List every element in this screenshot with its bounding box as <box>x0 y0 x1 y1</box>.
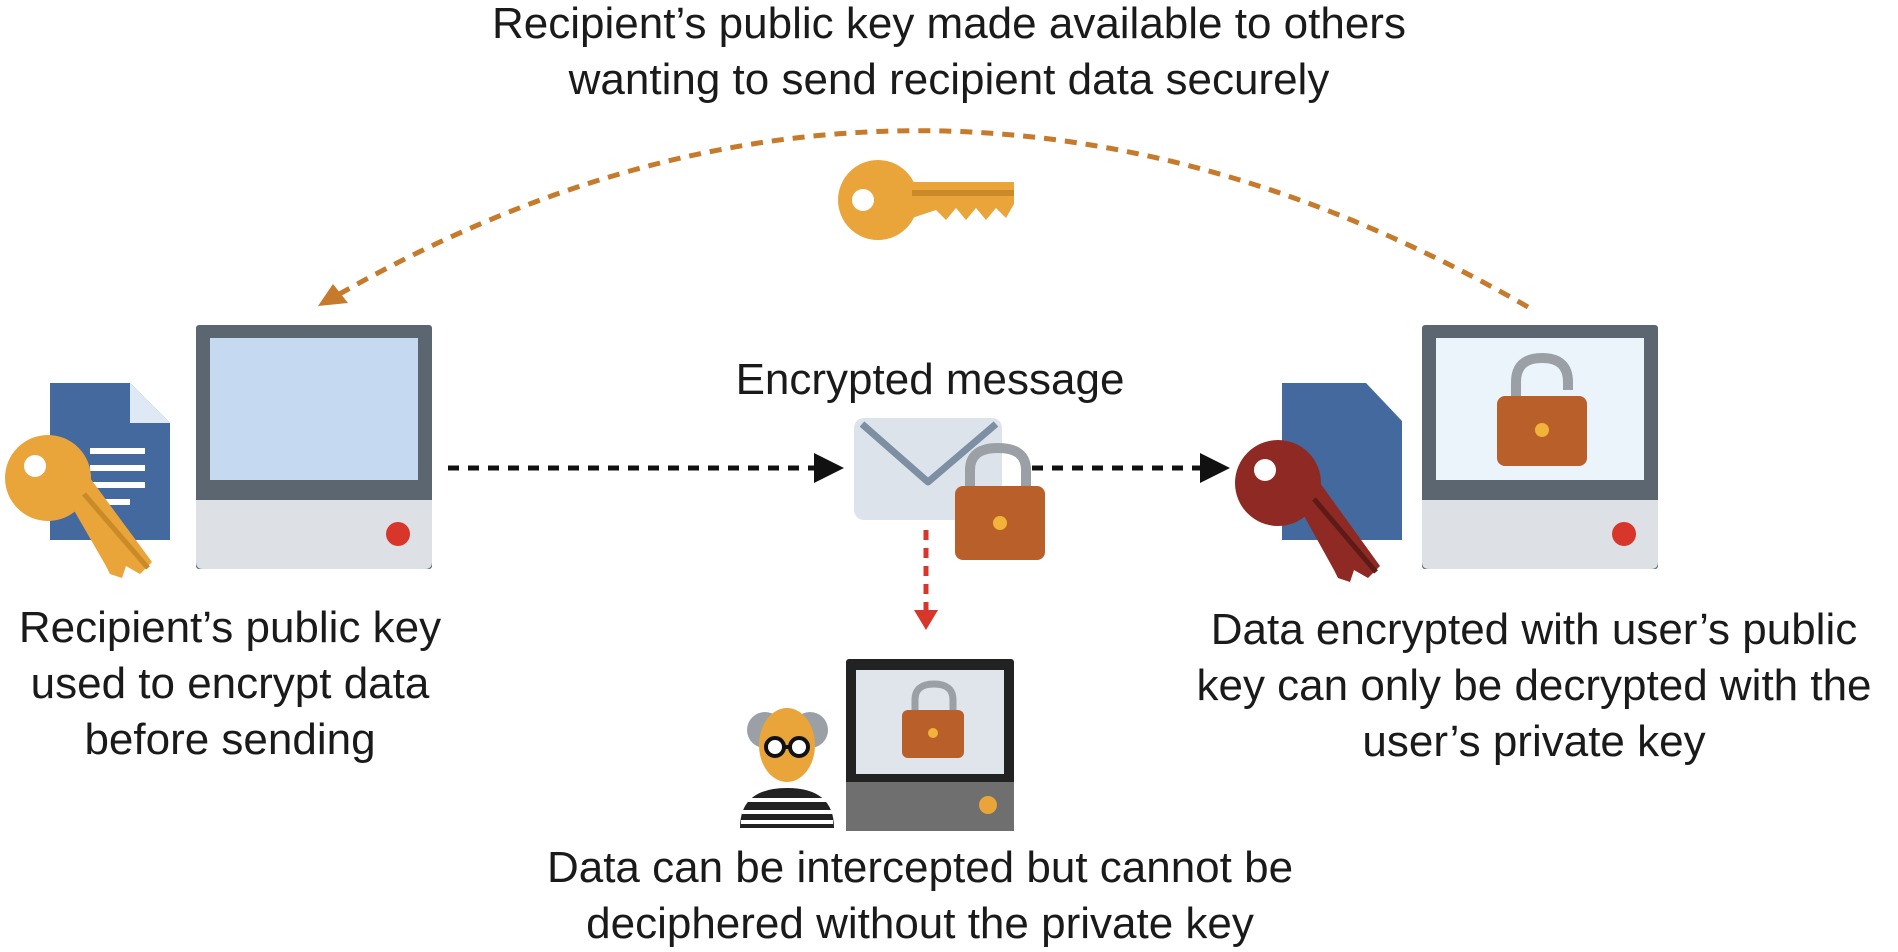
caption-line: Data can be intercepted but cannot be <box>546 843 1294 892</box>
caption-line: user’s private key <box>1362 717 1706 766</box>
caption-line: Encrypted message <box>735 355 1125 404</box>
caption-line: deciphered without the private key <box>586 899 1254 948</box>
caption-line: key can only be decrypted with the <box>1196 661 1872 710</box>
shared-public-key-icon <box>838 160 1014 240</box>
caption-line: before sending <box>84 715 376 764</box>
recipient-caption: Data encrypted with user’s public key ca… <box>1170 602 1898 770</box>
caption-line: Recipient’s public key made available to… <box>492 0 1406 48</box>
key-sharing-arrow <box>318 128 1530 310</box>
encrypted-message-label: Encrypted message <box>680 352 1180 408</box>
hacker-icon <box>740 708 834 828</box>
caption-line: Recipient’s public key <box>18 603 442 652</box>
private-key-icon <box>1235 440 1380 582</box>
intercept-arrow <box>914 530 938 630</box>
key-sharing-caption: Recipient’s public key made available to… <box>349 0 1549 108</box>
left-computer-icon <box>196 325 432 569</box>
unlocked-padlock-icon <box>1497 352 1587 466</box>
caption-line: used to encrypt data <box>30 659 430 708</box>
interception-caption: Data can be intercepted but cannot be de… <box>480 840 1360 952</box>
caption-line: wanting to send recipient data securely <box>568 55 1330 104</box>
left-public-key-icon <box>5 435 152 578</box>
interceptor-computer-icon <box>846 659 1014 831</box>
sender-caption: Recipient’s public key used to encrypt d… <box>0 600 460 768</box>
caption-line: Data encrypted with user’s public <box>1210 605 1858 654</box>
message-padlock-icon <box>955 442 1045 560</box>
